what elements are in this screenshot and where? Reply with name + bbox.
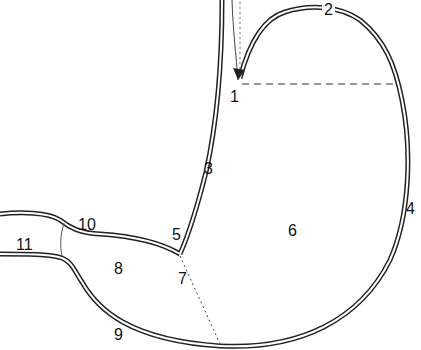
dotted-line xyxy=(240,2,241,76)
callout-number: 3 xyxy=(202,160,215,178)
callout-number: 2 xyxy=(322,1,335,19)
dotted-line xyxy=(180,256,220,344)
arrowhead xyxy=(233,68,245,80)
callout-number: 6 xyxy=(286,222,299,240)
stomach-wall-inner xyxy=(0,0,408,346)
stomach-wall-outer xyxy=(0,0,408,346)
esophagus-line xyxy=(232,0,238,80)
callout-number: 10 xyxy=(76,216,98,234)
pylorus-line xyxy=(61,223,64,256)
callout-number: 8 xyxy=(112,260,125,278)
dashed-line xyxy=(242,83,398,84)
callout-number: 7 xyxy=(176,270,189,288)
callout-number: 4 xyxy=(404,200,417,218)
callout-number: 11 xyxy=(14,236,35,254)
callout-number: 5 xyxy=(170,226,183,244)
callout-number: 9 xyxy=(112,326,125,344)
callout-number: 1 xyxy=(228,88,241,106)
